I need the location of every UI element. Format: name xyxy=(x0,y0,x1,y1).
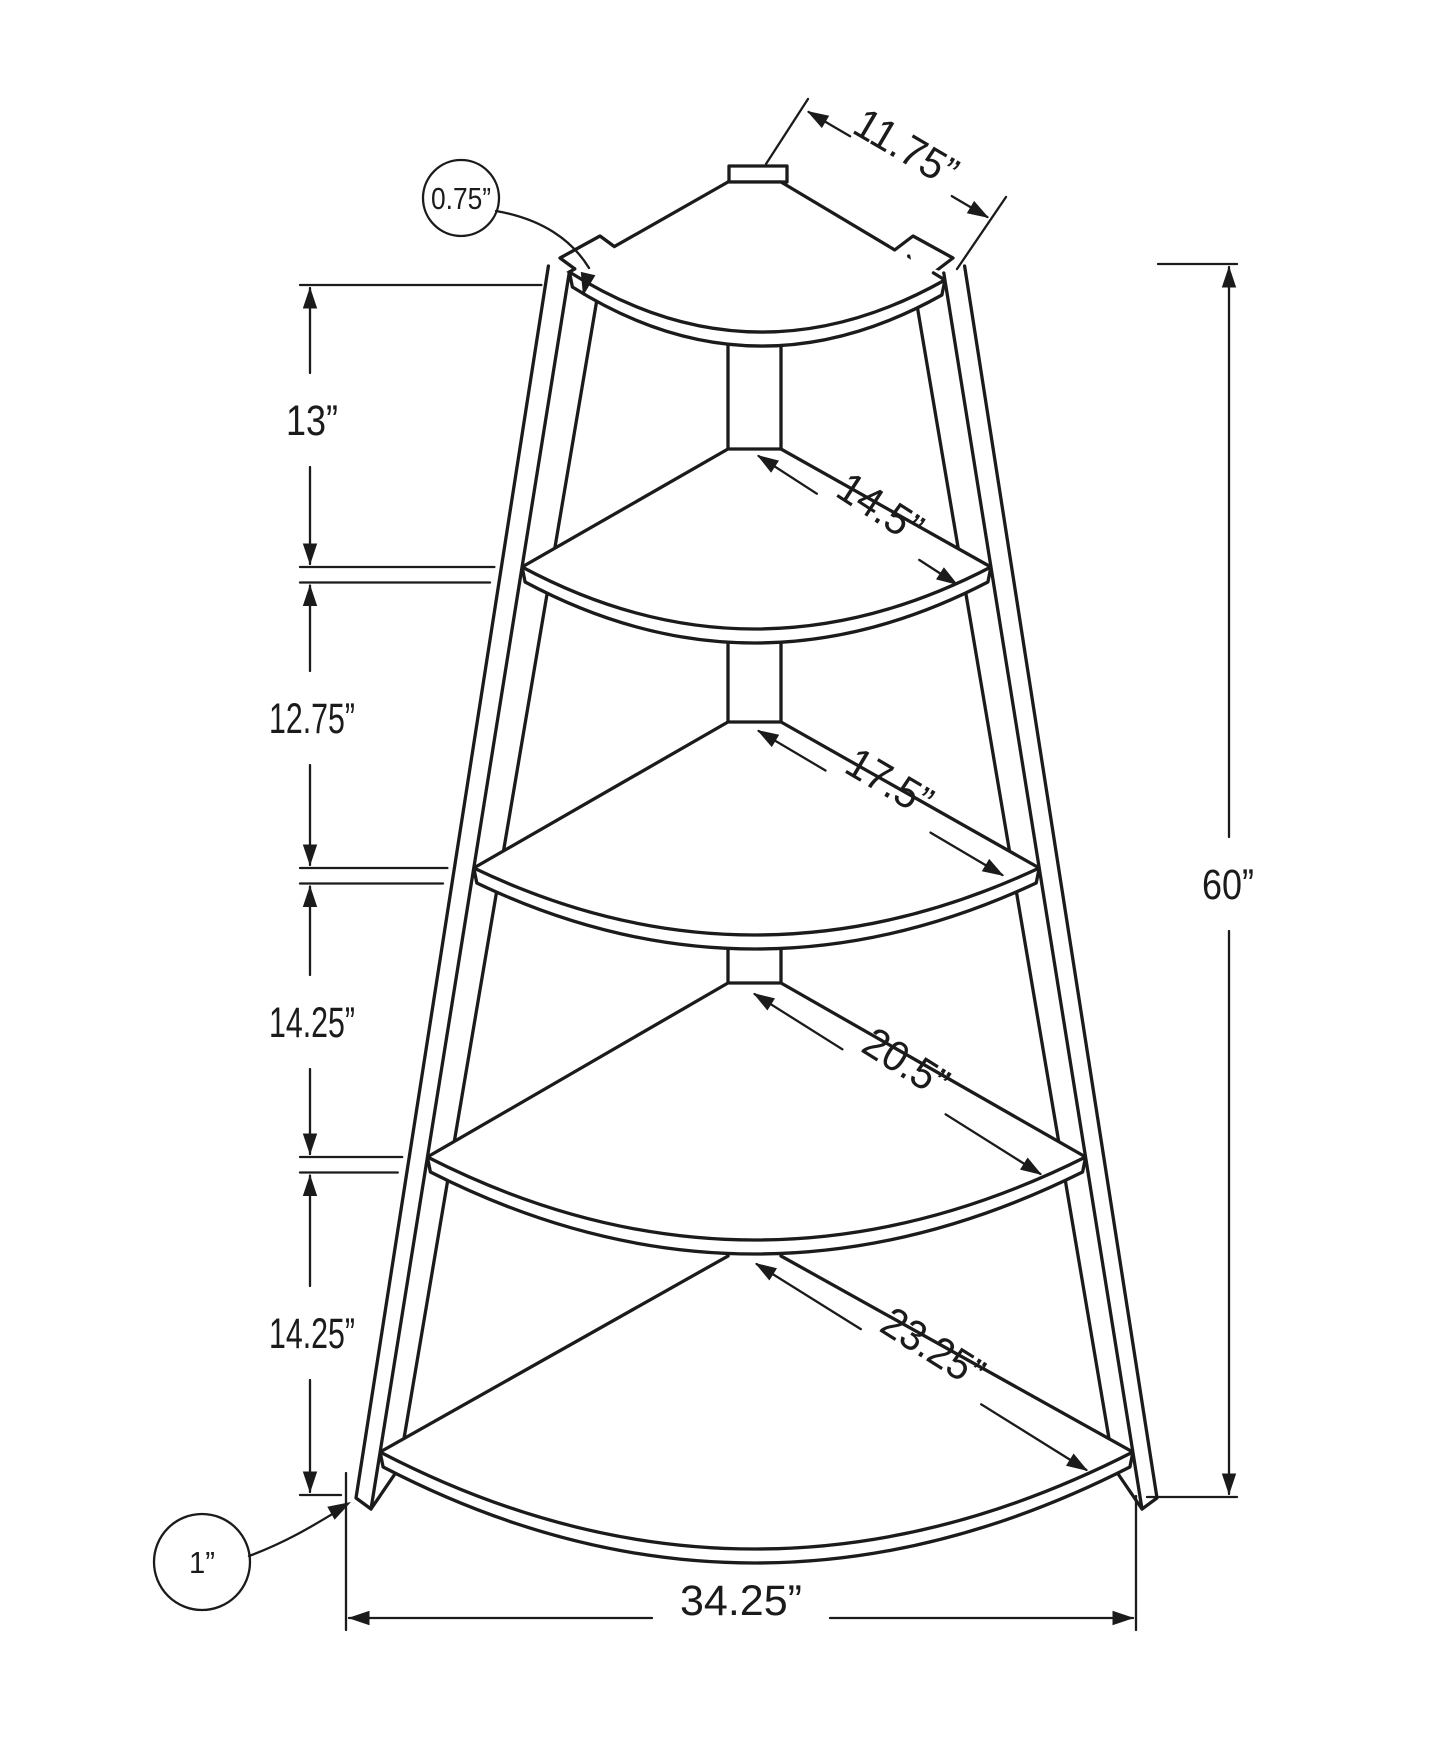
dimension-label-20-5in-stem-lower xyxy=(944,1113,1042,1176)
callout-1in-leader xyxy=(247,1505,346,1558)
shelf-2-fill xyxy=(522,449,991,643)
shelf-4-surface-outline xyxy=(423,981,1090,1242)
dimension-label-14-25in-a: 14.25” xyxy=(269,999,355,1047)
left-leg-front-strip xyxy=(356,273,570,1509)
dimension-label-20-5in-stem-upper xyxy=(753,992,844,1051)
dimension-label-11-75in: 11.75” xyxy=(845,99,966,197)
top-width-stem-lower xyxy=(950,194,989,219)
callout-label-0-75in-circle xyxy=(421,158,501,238)
dimension-label-17-5in-stem-lower xyxy=(929,831,1004,877)
shelf-4-front-edge xyxy=(425,1155,1088,1256)
dimension-label-34-25in: 34.25” xyxy=(680,1577,802,1625)
shelf-top-fill xyxy=(569,182,945,347)
dimension-label-23-25in-stem-upper xyxy=(755,1262,862,1331)
shelf-top-front-edge xyxy=(567,270,947,348)
shelf-5-front-edge xyxy=(378,1450,1135,1565)
shelf-2-front-edge xyxy=(520,565,993,645)
dimension-label-14-5in-stem-lower xyxy=(918,558,958,586)
callout-label-1in-circle xyxy=(152,1512,252,1612)
dimension-label-14-5in-stem-upper xyxy=(757,454,818,495)
right-leg-front-strip xyxy=(943,273,1157,1509)
dimension-label-13in: 13” xyxy=(286,397,338,445)
shelf-3-surface-outline xyxy=(470,720,1043,937)
shelf-top-surface-outline xyxy=(566,180,949,334)
callout-label-1in: 1” xyxy=(189,1545,215,1580)
shelf-3-front-edge xyxy=(472,866,1041,951)
callout-0-75in-arrowhead xyxy=(580,271,596,296)
shelf-5-surface-outline xyxy=(376,1254,1137,1551)
left-leg-front-edges xyxy=(354,264,571,1511)
callout-0-75in-leader xyxy=(494,209,591,270)
top-width-stem-upper xyxy=(807,110,852,138)
dimension-label-14-25in-b: 14.25” xyxy=(269,1310,355,1358)
dimension-label-23-25in-stem-lower xyxy=(980,1403,1088,1472)
back-post-cap xyxy=(727,164,789,184)
shelf-2-surface-outline xyxy=(518,447,995,631)
dimension-annotations: 13” 12.75” 14.25” 14.25” 60” 34.25” xyxy=(152,97,1254,1632)
dimension-label-17-5in-stem-upper xyxy=(757,729,827,772)
shelf-5-fill xyxy=(380,1256,1133,1563)
shelf-unit-drawing xyxy=(354,164,1159,1565)
callout-1in-arrowhead xyxy=(327,1502,351,1520)
ext-top-width-near xyxy=(764,97,810,166)
dimension-label-60in: 60” xyxy=(1202,861,1254,909)
dimension-label-12-75in: 12.75” xyxy=(269,695,355,743)
callout-label-0-75in: 0.75” xyxy=(431,181,491,216)
shelf-3-fill xyxy=(473,722,1040,949)
shelf-4-fill xyxy=(427,983,1086,1254)
ext-top-width-far xyxy=(955,195,1008,271)
right-leg-front-edges xyxy=(942,264,1159,1511)
